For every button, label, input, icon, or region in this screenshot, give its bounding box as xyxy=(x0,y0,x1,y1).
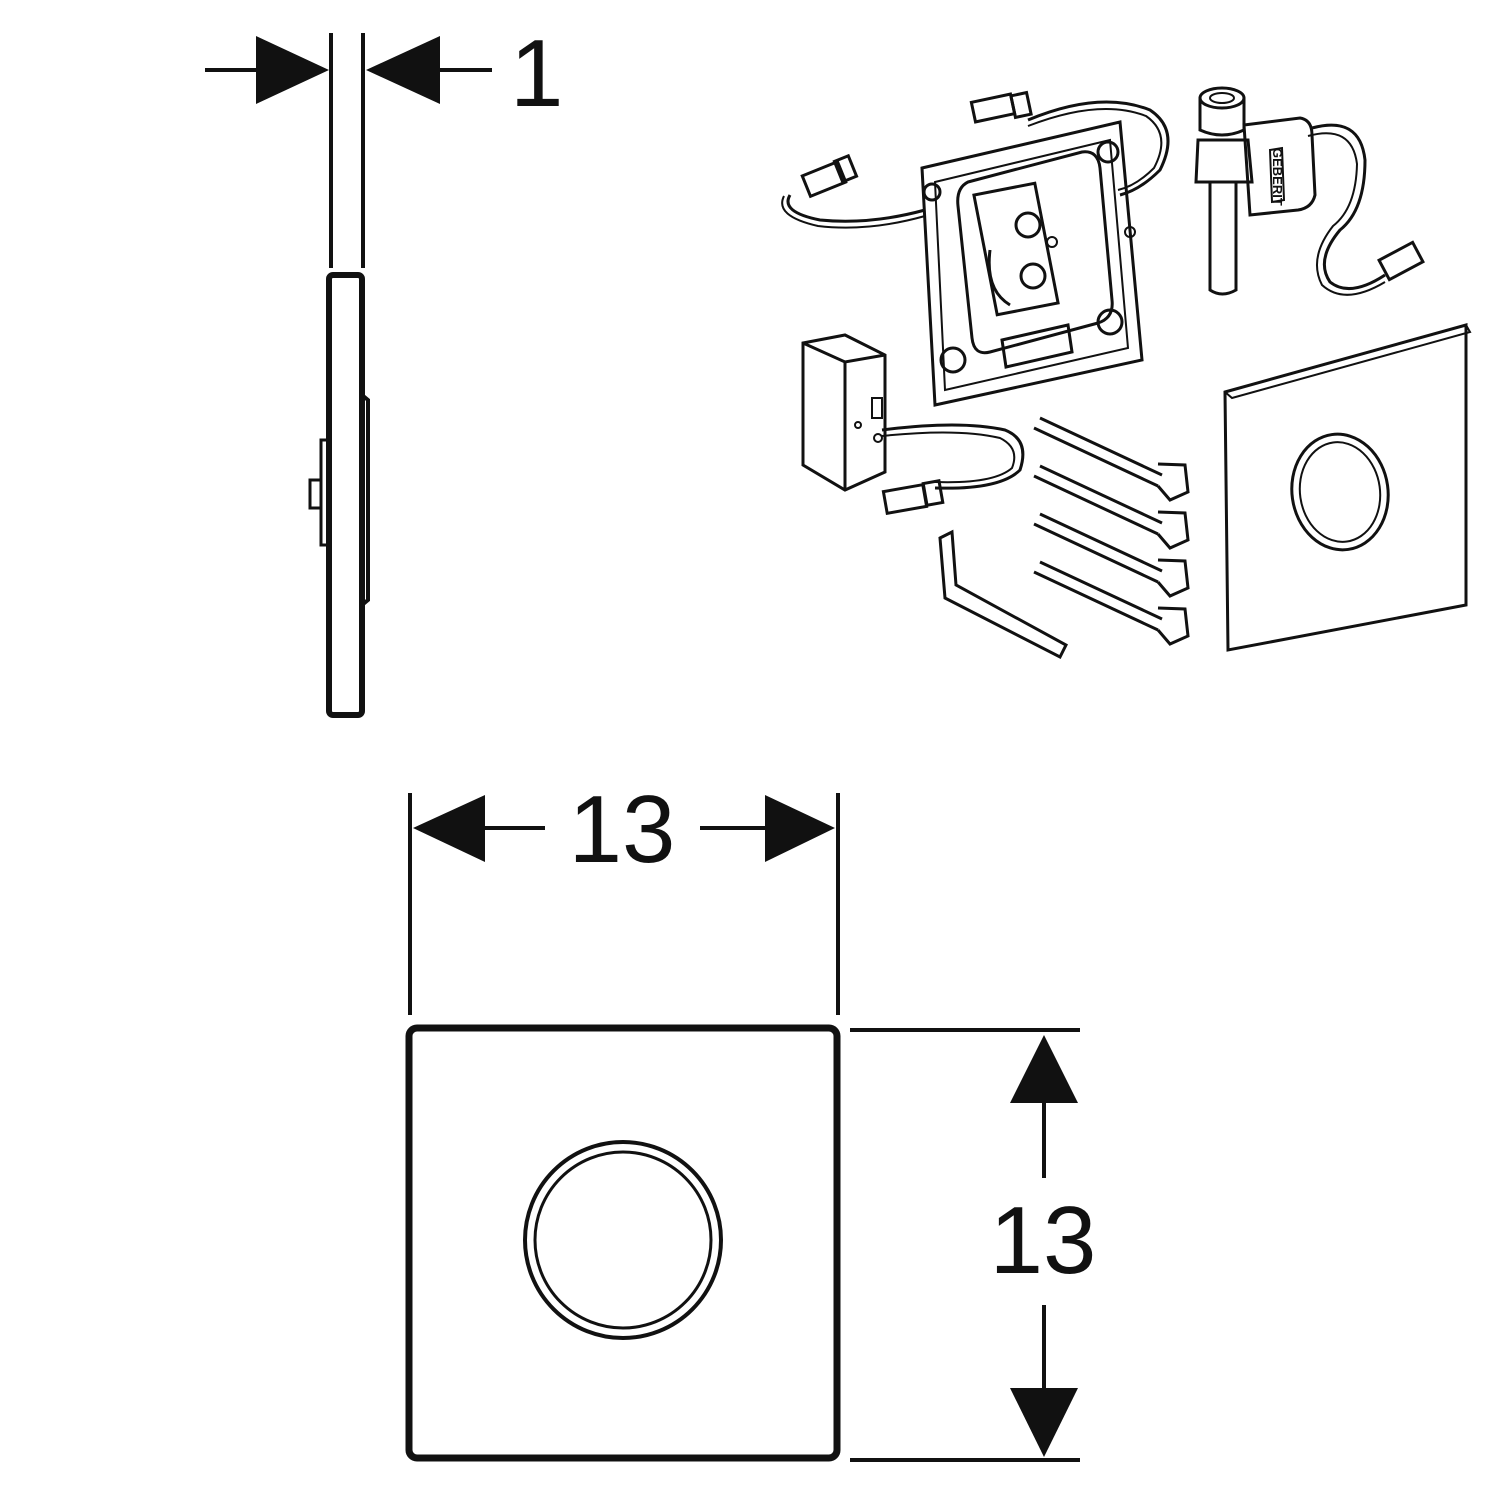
dimension-thickness: 1 xyxy=(510,20,563,127)
arrow-left-icon xyxy=(366,36,440,104)
flush-plate xyxy=(1223,323,1472,652)
arrow-up-icon xyxy=(1010,1035,1078,1103)
button-ring-inner xyxy=(533,1150,713,1330)
allen-key xyxy=(938,529,1068,660)
arrow-right-icon xyxy=(765,795,835,862)
arrow-down-icon xyxy=(1010,1388,1078,1457)
flush-plate-front xyxy=(405,1024,841,1462)
dimension-height: 13 xyxy=(990,1187,1097,1294)
power-supply-box xyxy=(801,333,1025,516)
side-view: 1 xyxy=(205,20,563,718)
dimension-width: 13 xyxy=(569,776,676,883)
parts-illustration: GEBERIT xyxy=(781,86,1472,660)
brand-mark: GEBERIT xyxy=(1270,148,1285,206)
front-view: 13 13 xyxy=(405,776,1097,1462)
button-ring-outer xyxy=(523,1140,723,1340)
solenoid-valve: GEBERIT xyxy=(1194,86,1425,296)
mounting-frame xyxy=(781,90,1170,407)
arrow-left-icon xyxy=(413,795,485,862)
fixing-screws xyxy=(1033,416,1190,646)
arrow-right-icon xyxy=(256,36,329,104)
